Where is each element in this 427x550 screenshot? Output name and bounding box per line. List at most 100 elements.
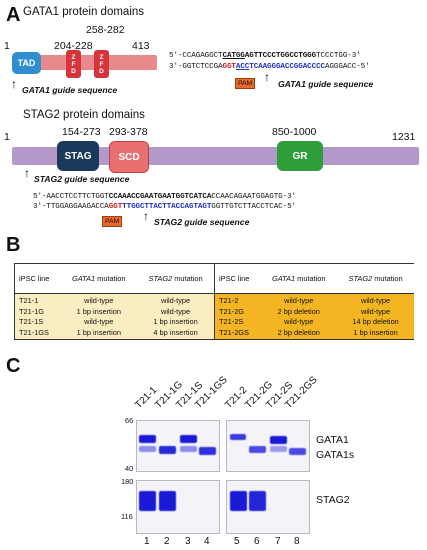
band-stag2-lane6 [249,491,266,511]
gata1-seq-top: 5′-CCAGAGGCTCATGGAGTTCCCTGGCCTGGGTCCCTGG… [169,52,361,60]
band-gata1s-lane6 [249,446,266,453]
table-cell-gata1: wild-type [284,317,314,327]
band-gata1s-lane2 [159,446,176,454]
stag2-pos-scd: 293-378 [109,126,148,138]
gata1-protein-bar [12,55,157,70]
lane-number: 7 [275,536,281,547]
lane-label: T21-2 [223,384,250,411]
mw-66: 66 [125,416,134,425]
stag2-cut-arrow-icon: ↑ [143,209,149,223]
gata1-cut-arrow-icon: ↑ [264,70,270,84]
table-row: T21-1G 1 bp insertion wild-type [15,307,214,316]
panel-letter-c: C [6,355,21,377]
gata1-tad-domain: TAD [12,52,41,74]
blot-gata1-right [226,420,310,472]
header-gata1: GATA1 mutation [71,274,126,283]
mutation-table-left: iPSC line GATA1 mutation STAG2 mutation … [15,264,215,339]
panel-letter-a: A [6,4,21,26]
table-row: T21-1GS 1 bp insertion 4 bp insertion [15,328,214,337]
table-cell-line: T21-2 [219,295,239,305]
stag2-scd-domain: SCD [109,141,149,173]
band-stag2-lane2 [159,491,176,511]
band-gata1-lane1 [139,435,156,443]
band-gata1-lane7 [270,436,287,444]
table-cell-stag2: wild-type [360,306,391,316]
table-cell-line: T21-1G [19,306,45,316]
table-cell-stag2: wild-type [160,306,191,316]
header-stag2-right: STAG2 mutation [348,274,403,283]
stag2-guide-label: STAG2 guide sequence [34,174,130,184]
table-row: T21-2S wild-type 14 bp deletion [215,317,414,326]
gata1-guide-arrow-icon: ↑ [11,77,17,91]
mutation-table-right: iPSC line GATA1 mutation STAG2 mutation … [215,264,414,339]
stag2-seq-bottom: 3′-TTGGAGGAAGACCAGGTTTGGCTTACTTACCAGTAGT… [33,203,296,211]
blot-stag2-right [226,480,310,534]
table-cell-line: T21-1GS [19,328,49,338]
lane-label: T21-1 [133,384,160,411]
table-cell-line: T21-1 [19,295,39,305]
header-ipsc-line-right: iPSC line [219,274,250,283]
mw-40: 40 [125,464,134,473]
table-row: T21-2G 2 bp deletion wild-type [215,307,414,316]
gata1-pos-zf2: 258-282 [86,24,125,36]
lane-number: 2 [164,536,170,547]
table-cell-stag2: 1 bp insertion [153,317,198,327]
lane-number: 1 [144,536,150,547]
gata1-zfd-domain-2: Z F D [94,50,109,78]
table-cell-stag2: 4 bp insertion [153,328,198,338]
table-cell-gata1: 1 bp insertion [76,306,121,316]
table-cell-gata1: wild-type [284,295,314,305]
table-cell-stag2: wild-type [160,295,191,305]
stag2-stag-domain: STAG [57,141,99,171]
table-cell-stag2: 14 bp deletion [352,317,399,327]
lane-number: 4 [204,536,210,547]
header-ipsc-line: iPSC line [19,274,50,283]
stag2-pam-badge: PAM [102,216,123,227]
table-cell-gata1: 2 bp deletion [277,328,320,338]
table-cell-line: T21-2G [219,306,245,316]
gata1-guide-label: GATA1 guide sequence [22,85,118,95]
mw-180: 180 [121,477,134,486]
band-gata1-lane5 [230,434,246,440]
gata1-seq-bottom: 3′-GGTCTCCGAGGTACCTCAAGGGACCGGACCCCAGGGA… [169,63,370,71]
table-row: T21-1S wild-type 1 bp insertion [15,317,214,326]
header-stag2: STAG2 mutation [148,274,203,283]
gata1-zfd-domain-1: Z F D [66,50,81,78]
label-stag2: STAG2 [316,494,350,506]
table-cell-line: T21-1S [19,317,44,327]
lane-number: 8 [294,536,300,547]
table-cell-line: T21-2S [219,317,244,327]
label-gata1s: GATA1s [316,449,355,461]
table-cell-line: T21-2GS [219,328,249,338]
lane-number: 3 [185,536,191,547]
table-cell-gata1: wild-type [84,317,114,327]
band-stag2-lane5 [230,491,247,511]
band-gata1-lane3 [180,435,197,443]
stag2-guide-label-right: STAG2 guide sequence [154,217,250,227]
table-row: T21-2GS 2 bp deletion 1 bp insertion [215,328,414,337]
stag2-seq-top: 5′-AACCTCCTTCTGGTCCAAACCGAATGAATGGTCATCA… [33,193,296,201]
table-cell-stag2: 1 bp insertion [353,328,398,338]
stag2-guide-arrow-icon: ↑ [24,166,30,180]
gata1-title: GATA1 protein domains [23,6,145,18]
gata1-guide-label-right: GATA1 guide sequence [278,79,374,89]
band-gata1s-lane7 [270,446,287,452]
band-gata1s-lane3 [180,446,197,452]
blot-stag2-left [136,480,220,534]
band-stag2-lane1 [139,491,156,511]
stag2-pos-start: 1 [4,131,10,143]
table-cell-gata1: 2 bp deletion [277,306,320,316]
band-gata1s-lane1 [139,446,156,452]
table-cell-gata1: 1 bp insertion [76,328,121,338]
gata1-pos-zf1: 204-228 [54,40,93,52]
stag2-pos-gr: 850-1000 [272,126,317,138]
gata1-pam-badge: PAM [235,78,256,89]
panel-letter-b: B [6,234,21,256]
stag2-pos-end: 1231 [392,131,416,143]
stag2-title: STAG2 protein domains [23,109,145,121]
gata1-pos-start: 1 [4,40,10,52]
